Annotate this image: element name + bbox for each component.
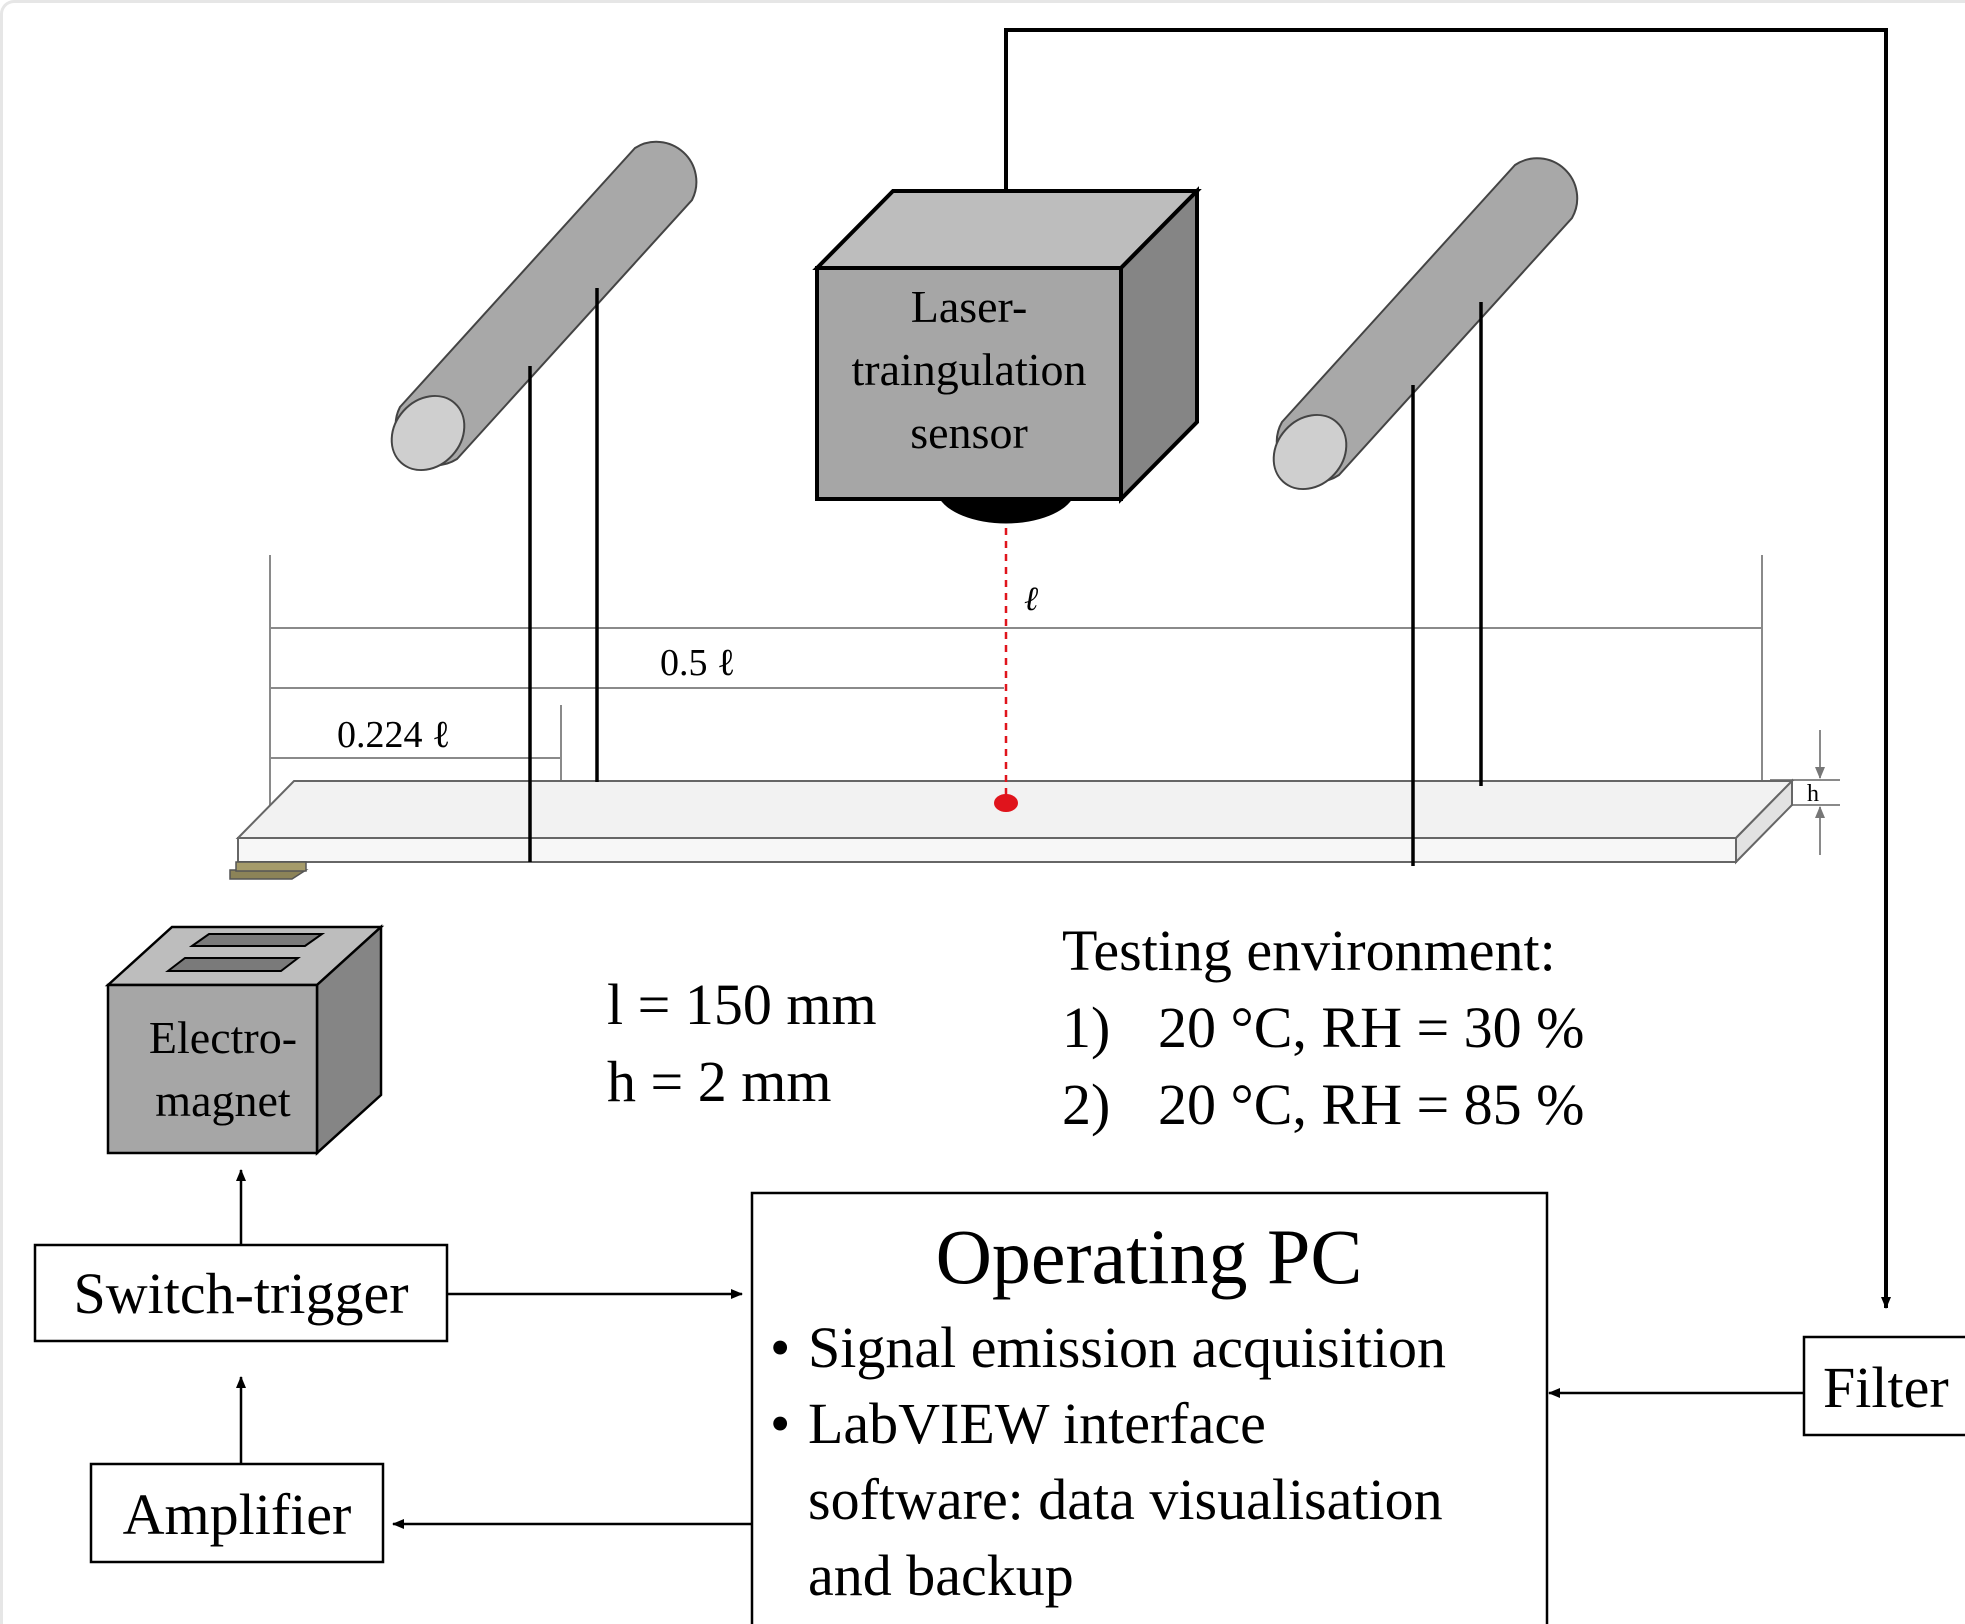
electromagnet-label-line-1: Electro- [149, 1012, 297, 1063]
electromagnet-label-line-2: magnet [155, 1075, 291, 1126]
amplifier-label: Amplifier [123, 1482, 352, 1547]
laser-spot [994, 794, 1018, 812]
laser-sensor [812, 186, 1202, 524]
amplifier-box [89, 1462, 385, 1564]
thickness-symbol-label: h [1807, 781, 1819, 807]
right-support-rod [1272, 157, 1579, 491]
pc-bullet-2-continuation-2: and backup [808, 1543, 1074, 1608]
filter-box [1802, 1335, 1965, 1437]
pc-bullet-1: Signal emission acquisition [808, 1315, 1446, 1380]
switch-trigger-label: Switch-trigger [73, 1261, 408, 1326]
electromagnet-pole-1 [188, 933, 326, 947]
length-parameter: l = 150 mm [607, 972, 877, 1037]
magnetic-clamp-top [235, 861, 307, 872]
length-symbol-label: ℓ [1024, 581, 1038, 618]
suspension-strings [528, 288, 1483, 866]
sensor-label-line-1: Laser- [911, 281, 1028, 332]
support-position-label: 0.224 ℓ [337, 714, 450, 756]
beam-plate [235, 778, 1795, 865]
switch-trigger-box [33, 1243, 449, 1343]
pc-bullet-2-continuation-1: software: data visualisation [808, 1467, 1443, 1532]
electromagnet [104, 924, 385, 1156]
half-length-label: 0.5 ℓ [660, 642, 735, 684]
pc-bullet-1-dot: • [770, 1315, 790, 1380]
connection-arrows [236, 1169, 1804, 1529]
environment-condition-1-index: 1) [1062, 995, 1110, 1060]
sensor-label-line-3: sensor [910, 407, 1028, 458]
environment-condition-1-text: 20 °C, RH = 30 % [1158, 995, 1584, 1060]
pc-bullet-2-dot: • [770, 1391, 790, 1456]
sensor-cable [1004, 28, 1891, 1309]
environment-title: Testing environment: [1062, 918, 1556, 983]
pc-bullet-2: LabVIEW interface [808, 1391, 1266, 1456]
electromagnet-pole-2 [165, 957, 301, 972]
operating-pc-box [750, 1191, 1549, 1624]
operating-pc-title: Operating PC [936, 1213, 1363, 1300]
filter-label: Filter [1823, 1355, 1949, 1420]
environment-condition-2-index: 2) [1062, 1072, 1110, 1137]
thickness-parameter: h = 2 mm [607, 1049, 831, 1114]
left-support-rod [390, 140, 698, 472]
environment-condition-2-text: 20 °C, RH = 85 % [1158, 1072, 1584, 1137]
sensor-label-line-2: traingulation [851, 344, 1086, 395]
